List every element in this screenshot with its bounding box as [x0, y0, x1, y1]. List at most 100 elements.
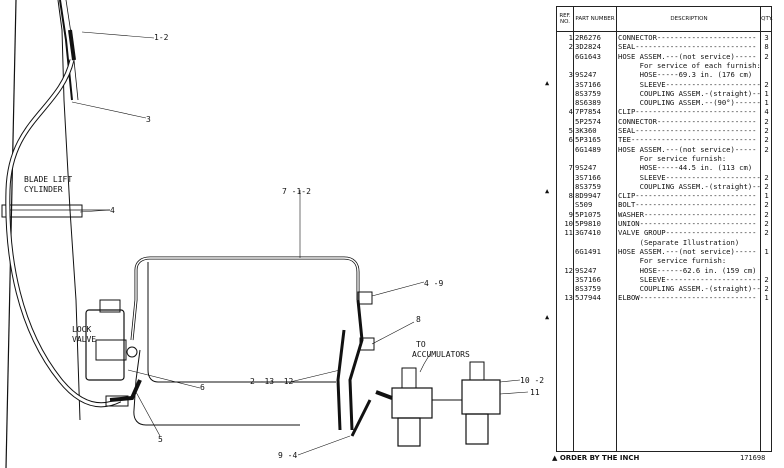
part-number: 5P9810: [575, 219, 601, 228]
quantity: 2: [764, 172, 769, 182]
quantity: 2: [764, 209, 769, 219]
part-number: 6G1489: [575, 144, 601, 154]
description: HOSE------62.6 in. (159 cm): [618, 265, 757, 275]
table-row: For service of each furnish:: [557, 61, 771, 70]
description: COUPLING ASSEM.-(straight)--: [618, 284, 761, 294]
description: COUPLING ASSEM.-(straight)--: [618, 88, 761, 98]
quantity: 2: [764, 116, 769, 126]
description: SLEEVE----------------------: [618, 79, 761, 89]
description: ELBOW---------------------------: [618, 293, 757, 303]
part-number: 7P7854: [575, 107, 601, 117]
illustration-number: 171698: [740, 454, 766, 462]
ref-number: 9: [568, 209, 573, 219]
part-number: 9S247: [575, 70, 597, 80]
table-row: 3S7166 SLEEVE----------------------2: [557, 275, 771, 284]
table-row: For service furnish:: [557, 154, 771, 163]
table-header: REF. NO. PART NUMBER DESCRIPTION QTY.: [557, 7, 773, 32]
description: CONNECTOR-----------------------: [618, 33, 757, 42]
description: CONNECTOR-----------------------: [618, 116, 757, 126]
part-number: 3D2824: [575, 42, 601, 52]
quantity: 4: [764, 107, 769, 117]
ref-number: 4: [568, 107, 573, 117]
quantity: 2: [764, 144, 769, 154]
header-part-number: PART NUMBER: [575, 16, 615, 22]
ref-number: 10: [564, 219, 573, 228]
ref-number: 1: [568, 33, 573, 42]
part-number: S509: [575, 200, 593, 210]
description: CLIP----------------------------: [618, 107, 757, 117]
part-number: 3K360: [575, 126, 597, 135]
description: SLEEVE----------------------: [618, 274, 761, 284]
part-number: 8S3759: [575, 284, 601, 294]
quantity: 2: [764, 126, 769, 135]
callout-2-13-12: 2 -13 -12: [250, 377, 294, 386]
part-number: 3S7166: [575, 274, 601, 284]
table-row: 8S3759 COUPLING ASSEM.-(straight)--1: [557, 89, 771, 98]
part-number: 5P1075: [575, 209, 601, 219]
quantity: 2: [764, 284, 769, 294]
accumulators-label-line2: ACCUMULATORS: [412, 350, 470, 359]
quantity: 2: [764, 219, 769, 228]
description: COUPLING ASSEM.-(straight)--: [618, 181, 761, 191]
table-row: 8S6389 COUPLING ASSEM.--(90°)------1: [557, 98, 771, 107]
description: For service furnish:: [618, 153, 727, 163]
quantity: 1: [764, 293, 769, 303]
lock-valve-label-line2: VALVE: [72, 335, 96, 344]
callout-8: 8: [416, 315, 421, 324]
description: UNION---------------------------: [618, 219, 757, 228]
part-number: 5J7944: [575, 293, 601, 303]
part-number: 6G1491: [575, 246, 601, 256]
lock-valve-label-line1: LOCK: [72, 325, 91, 334]
ref-number: 6: [568, 135, 573, 145]
ref-number: 8: [568, 191, 573, 201]
description: HOSE ASSEM.---(not service)-----: [618, 51, 757, 61]
part-number: 9S247: [575, 163, 597, 173]
hydraulic-line-drawing: 1-2 3 BLADE LIFT CYLINDER 4 LOCK VALVE 6…: [1, 0, 544, 468]
ref-number: 13: [564, 293, 573, 303]
cylinder-label-line2: CYLINDER: [24, 185, 63, 194]
description: For service furnish:: [618, 256, 727, 266]
description: HOSE ASSEM.---(not service)-----: [618, 246, 757, 256]
description: TEE-----------------------------: [618, 135, 757, 145]
header-ref: REF. NO.: [559, 13, 571, 25]
order-by-inch-marker: ▲: [545, 187, 550, 195]
description: COUPLING ASSEM.--(90°)------: [618, 98, 761, 108]
part-number: 5P2574: [575, 116, 601, 126]
callout-4-9: 4 -9: [424, 279, 443, 288]
description: HOSE-----69.3 in. (176 cm): [618, 70, 753, 80]
ref-number: 5: [568, 126, 573, 135]
table-row: 3S7166 SLEEVE----------------------2: [557, 173, 771, 182]
callout-10-2: 10 -2: [520, 376, 544, 385]
description: VALVE GROUP---------------------: [618, 228, 757, 238]
table-row: 8S3759 COUPLING ASSEM.-(straight)--2: [557, 182, 771, 191]
order-by-inch-marker: ▲: [545, 313, 550, 321]
quantity: 2: [764, 274, 769, 284]
description: CLIP----------------------------: [618, 191, 757, 201]
callout-4: 4: [110, 206, 115, 215]
callout-1-2: 1-2: [154, 33, 169, 42]
description: For service of each furnish:: [618, 60, 761, 70]
callout-9-4: 9 -4: [278, 451, 297, 460]
part-number: 8S3759: [575, 88, 601, 98]
quantity: 3: [764, 33, 769, 42]
table-row: 8S3759 COUPLING ASSEM.-(straight)--2: [557, 284, 771, 293]
ref-number: 11: [564, 228, 573, 238]
part-number: 3S7166: [575, 172, 601, 182]
order-note: ▲ ORDER BY THE INCH: [552, 454, 640, 462]
